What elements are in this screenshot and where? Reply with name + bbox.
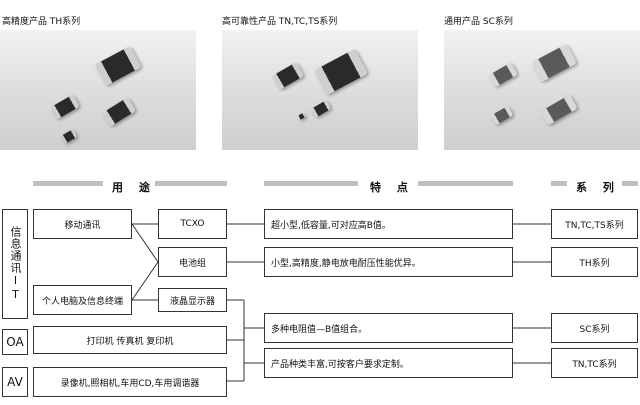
header-bar bbox=[418, 181, 513, 186]
app-pc-terminal: 个人电脑及信息终端 bbox=[33, 285, 132, 315]
feature-custom: 产品种类丰富,可按客户要求定制。 bbox=[264, 348, 513, 378]
header-usage: 用 途 bbox=[112, 181, 156, 194]
feature-high-precision: 小型,高精度,静电放电耐压性能优异。 bbox=[264, 247, 513, 277]
use-tcxo: TCXO bbox=[158, 209, 227, 239]
photo-sc-series bbox=[444, 30, 640, 150]
header-features: 特 点 bbox=[370, 181, 414, 194]
caption-tn-tc-ts: 高可靠性产品 TN,TC,TS系列 bbox=[222, 17, 338, 27]
series-th: TH系列 bbox=[551, 247, 638, 277]
series-tn-tc-ts: TN,TC,TS系列 bbox=[551, 209, 638, 239]
series-tn-tc: TN,TC系列 bbox=[551, 348, 638, 378]
header-bar bbox=[155, 181, 227, 186]
feature-resistance-combos: 多种电阻值—B值组合。 bbox=[264, 313, 513, 343]
category-info-it: 信息通讯IT bbox=[2, 209, 28, 319]
caption-th: 高精度产品 TH系列 bbox=[2, 17, 81, 27]
category-info-it-label: 信息通讯IT bbox=[9, 226, 22, 302]
header-bar bbox=[33, 181, 103, 186]
app-office-equipment: 打印机 传真机 复印机 bbox=[33, 326, 227, 354]
category-oa: OA bbox=[2, 329, 28, 355]
header-bar bbox=[264, 181, 358, 186]
app-mobile-comm: 移动通讯 bbox=[33, 209, 132, 239]
header-bar bbox=[551, 181, 567, 186]
category-av: AV bbox=[2, 367, 28, 397]
app-av-equipment: 录像机,照相机,车用CD,车用调谐器 bbox=[33, 367, 227, 397]
photo-tn-tc-ts-series bbox=[222, 30, 418, 150]
use-battery-pack: 电池组 bbox=[158, 247, 227, 277]
photo-th-series bbox=[0, 30, 196, 150]
feature-ultra-small: 超小型,低容量,可对应高B值。 bbox=[264, 209, 513, 239]
header-bar bbox=[622, 181, 638, 186]
use-lcd: 液晶显示器 bbox=[158, 288, 227, 312]
caption-sc: 通用产品 SC系列 bbox=[444, 17, 513, 27]
header-series: 系 列 bbox=[576, 181, 620, 194]
series-sc: SC系列 bbox=[551, 313, 638, 343]
